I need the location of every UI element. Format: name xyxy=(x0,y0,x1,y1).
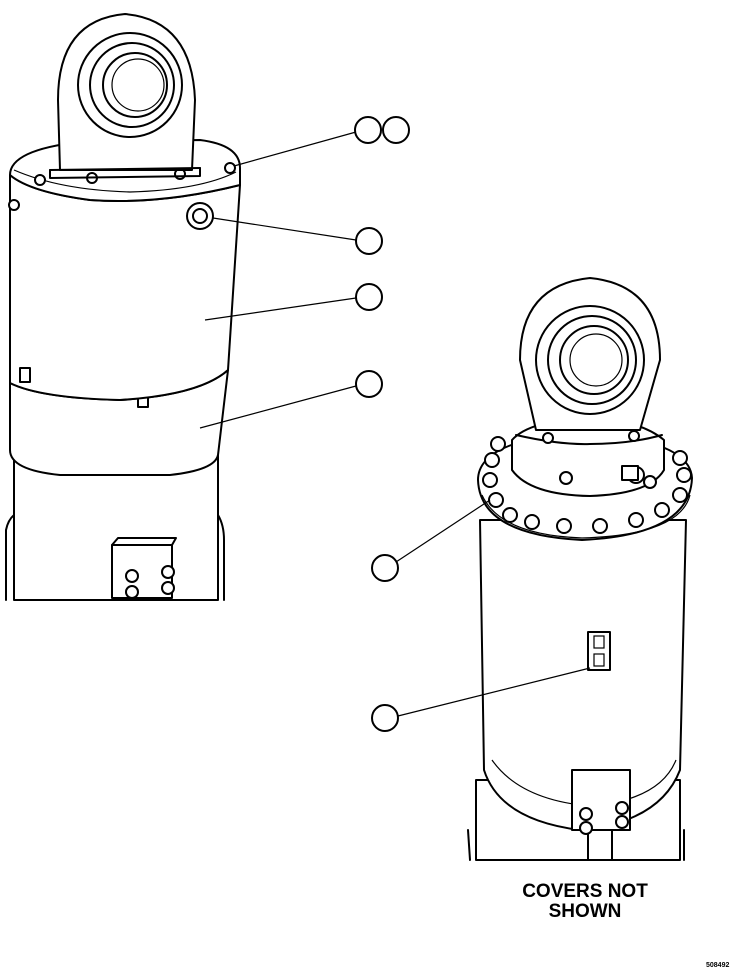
left-cylinder-with-covers xyxy=(5,13,241,601)
caption-line-1: COVERS NOT xyxy=(522,881,648,902)
callout-3-circle xyxy=(355,227,383,255)
callout-4-circle xyxy=(355,283,383,311)
right-center-bracket xyxy=(587,631,611,671)
callout-6-circle xyxy=(371,554,399,582)
right-cylinder-no-covers xyxy=(467,277,693,861)
flange-bolts xyxy=(482,436,692,534)
callout-7-circle xyxy=(371,704,399,732)
callout-1-circle xyxy=(354,116,382,144)
caption-line-2: SHOWN xyxy=(548,901,622,922)
callout-2-circle xyxy=(382,116,410,144)
left-mount-block xyxy=(111,544,173,599)
covers-not-shown-caption: COVERS NOT SHOWN xyxy=(490,882,680,922)
callouts xyxy=(199,116,591,732)
callout-5-circle xyxy=(355,370,383,398)
drawing-number: 508492 xyxy=(706,962,730,969)
